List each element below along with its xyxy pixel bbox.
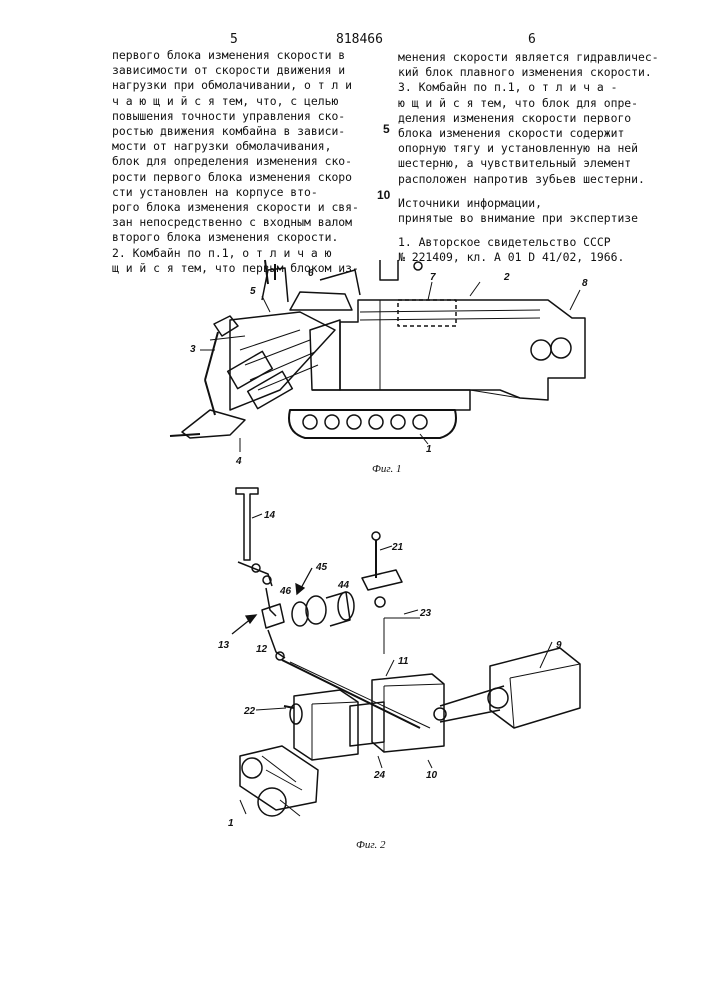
text-line: повышения точности управления ско- <box>112 109 384 124</box>
text-line: ю щ и й с я тем, что блок для опре- <box>398 96 670 111</box>
fig2-label-44: 44 <box>337 580 350 591</box>
fig1-label-4: 4 <box>235 456 242 467</box>
fig2-label-21: 21 <box>391 542 404 553</box>
text-line: зан непосредственно с входным валом <box>112 215 384 230</box>
figure-2-control-schematic: 14 21 45 44 46 23 13 12 11 9 22 24 10 1 … <box>0 470 707 850</box>
text-line: менения скорости является гидравличес- <box>398 50 670 65</box>
text-line: блока изменения скорости содержит <box>398 126 670 141</box>
text-line: Источники информации, <box>398 196 670 211</box>
figure-2-caption: Фиг. 2 <box>356 839 386 850</box>
fig2-label-22: 22 <box>243 706 256 717</box>
text-line: рости первого блока изменения скоро <box>112 170 384 185</box>
text-line: 3. Комбайн по п.1, о т л и ч а - <box>398 80 670 95</box>
fig1-label-3: 3 <box>190 344 196 355</box>
text-line: шестерню, а чувствительный элемент <box>398 156 670 171</box>
fig2-label-46: 46 <box>279 586 292 597</box>
fig2-label-10: 10 <box>426 770 438 781</box>
fig1-label-6: 6 <box>308 268 314 279</box>
fig1-label-5: 5 <box>250 286 256 297</box>
text-line: деления изменения скорости первого <box>398 111 670 126</box>
fig2-label-9: 9 <box>556 640 562 651</box>
line-marker-5: 5 <box>383 122 390 136</box>
fig2-label-24: 24 <box>373 770 386 781</box>
fig2-label-13: 13 <box>218 640 230 651</box>
text-line: кий блок плавного изменения скорости. <box>398 65 670 80</box>
blank-line <box>398 226 670 235</box>
text-line: ростью движения комбайна в зависи- <box>112 124 384 139</box>
fig1-label-7: 7 <box>430 272 436 283</box>
fig1-label-1: 1 <box>426 444 432 455</box>
fig2-label-45: 45 <box>315 562 328 573</box>
fig2-label-11: 11 <box>398 656 409 667</box>
figure-1-combine-harvester: 5 6 7 2 8 3 4 1 Фиг. 1 <box>0 240 707 485</box>
text-line: зависимости от скорости движения и <box>112 63 384 78</box>
patent-number: 818466 <box>336 32 383 47</box>
text-line: мости от нагрузки обмолачивания, <box>112 139 384 154</box>
text-line: блок для определения изменения ско- <box>112 154 384 169</box>
text-line: опорную тягу и установленную на ней <box>398 141 670 156</box>
text-line: ч а ю щ и й с я тем, что, с целью <box>112 94 384 109</box>
fig2-label-23: 23 <box>419 608 432 619</box>
blank-line <box>398 187 670 196</box>
fig2-label-1: 1 <box>228 818 234 829</box>
text-line: первого блока изменения скорости в <box>112 48 384 63</box>
text-line: рого блока изменения скорости и свя- <box>112 200 384 215</box>
page-number-right: 6 <box>528 32 536 47</box>
fig1-label-2: 2 <box>503 272 510 283</box>
fig2-label-14: 14 <box>264 510 276 521</box>
fig1-label-8: 8 <box>582 278 588 289</box>
page-number-left: 5 <box>230 32 238 47</box>
text-line: сти установлен на корпусе вто- <box>112 185 384 200</box>
text-line: принятые во внимание при экспертизе <box>398 211 670 226</box>
right-text-column: менения скорости является гидравличес- к… <box>398 50 670 266</box>
line-marker-10: 10 <box>377 188 390 202</box>
fig2-label-12: 12 <box>256 644 268 655</box>
text-line: расположен напротив зубьев шестерни. <box>398 172 670 187</box>
text-line: нагрузки при обмолачивании, о т л и <box>112 78 384 93</box>
